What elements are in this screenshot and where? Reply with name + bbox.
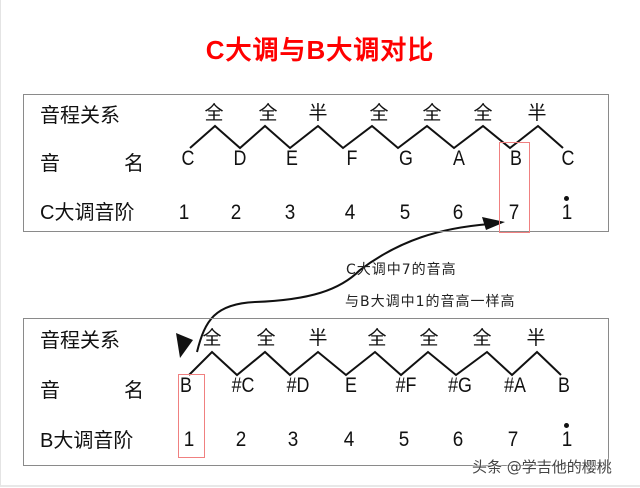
- watermark: 头条 @学吉他的樱桃: [472, 458, 612, 476]
- interval-cell: 全: [256, 327, 276, 349]
- degree-cell: 3: [287, 428, 299, 451]
- interval-cell: 全: [367, 327, 387, 349]
- interval-zigzag-c: [189, 124, 564, 150]
- note-cell: C: [561, 147, 575, 170]
- degree-cell: 5: [399, 201, 411, 224]
- interval-row-label: 音程关系: [40, 328, 120, 352]
- interval-cell: 全: [202, 327, 222, 349]
- interval-cell: 半: [527, 102, 547, 124]
- interval-cell: 半: [526, 327, 546, 349]
- diagram-title: C大调与B大调对比: [205, 35, 435, 65]
- note-cell: #D: [286, 374, 310, 397]
- note-cell: E: [345, 374, 357, 397]
- degree-cell: 6: [452, 201, 464, 224]
- highlight-box-c-7: [499, 142, 530, 233]
- note-name-label-1: 音: [40, 378, 60, 402]
- degree-cell: 5: [398, 428, 410, 451]
- interval-zigzag-b: [188, 350, 562, 377]
- note-cell: A: [453, 147, 465, 170]
- note-name-label-2: 名: [124, 151, 144, 175]
- interval-cell: 全: [204, 102, 224, 124]
- note-cell: #F: [395, 374, 417, 397]
- note-cell: F: [346, 147, 358, 170]
- c-major-table: [23, 94, 609, 232]
- annotation-line-2: 与B大调中1的音高一样高: [345, 294, 516, 310]
- highlight-box-b-1: [178, 374, 205, 458]
- interval-cell: 全: [472, 327, 492, 349]
- note-cell: C: [181, 147, 195, 170]
- interval-cell: 全: [419, 327, 439, 349]
- arrowhead-to-7-icon: [482, 217, 505, 230]
- note-cell: E: [286, 147, 298, 170]
- degree-cell: 7: [508, 201, 520, 224]
- scale-row-label: B大调音阶: [40, 430, 134, 452]
- interval-cell: 半: [308, 327, 328, 349]
- degree-cell: 4: [344, 201, 356, 224]
- degree-cell: 1: [178, 201, 190, 224]
- note-cell: B: [558, 374, 570, 397]
- degree-cell: 4: [343, 428, 355, 451]
- octave-dot-icon: [564, 423, 569, 428]
- degree-cell-high: 1: [561, 201, 573, 224]
- degree-cell: 3: [284, 201, 296, 224]
- note-cell: B: [180, 374, 192, 397]
- degree-cell: 7: [507, 428, 519, 451]
- note-name-label-1: 音: [40, 151, 60, 175]
- interval-cell: 全: [369, 102, 389, 124]
- degree-cell: 6: [452, 428, 464, 451]
- note-cell: D: [233, 147, 247, 170]
- interval-row-label: 音程关系: [40, 103, 120, 127]
- interval-cell: 全: [258, 102, 278, 124]
- note-name-label-2: 名: [124, 378, 144, 402]
- interval-cell: 全: [422, 102, 442, 124]
- curved-arrow-line: [196, 223, 491, 353]
- note-cell: #C: [231, 374, 255, 397]
- scale-row-label: C大调音阶: [40, 202, 135, 224]
- annotation-line-1: C大调中7的音高: [346, 262, 457, 278]
- degree-cell: 2: [230, 201, 242, 224]
- note-cell: G: [399, 147, 413, 170]
- b-major-table: [23, 318, 609, 466]
- note-cell: B: [510, 147, 522, 170]
- degree-cell: 2: [235, 428, 247, 451]
- arrowhead-to-b-icon: [176, 333, 193, 358]
- degree-cell-high: 1: [561, 428, 573, 451]
- note-cell: #A: [504, 374, 526, 397]
- degree-cell: 1: [183, 428, 195, 451]
- octave-dot-icon: [564, 196, 569, 201]
- interval-cell: 半: [308, 102, 328, 124]
- interval-cell: 全: [473, 102, 493, 124]
- note-cell: #G: [448, 374, 472, 397]
